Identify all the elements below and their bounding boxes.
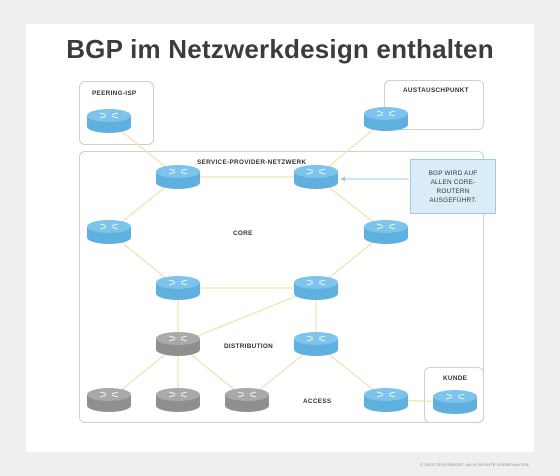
distribution-left-icon xyxy=(156,332,200,356)
links-layer xyxy=(108,118,456,403)
austausch-router-icon xyxy=(364,107,408,131)
peering-isp-box xyxy=(79,81,154,145)
bgp-note-text: BGP WIRD AUF ALLEN CORE-ROUTERN AUSGEFÜH… xyxy=(428,169,478,204)
core-low-right-icon xyxy=(294,276,338,300)
diagram-title: BGP im Netzwerkdesign enthalten xyxy=(66,34,494,64)
service-provider-label: SERVICE-PROVIDER-NETZWERK xyxy=(197,159,307,166)
core-top-right-icon xyxy=(294,165,338,189)
copyright-credit: © 2023 TECHTARGET. ALLE RECHTE VORBEHALT… xyxy=(419,462,530,467)
kunde-box xyxy=(424,367,484,423)
routers-layer xyxy=(87,107,477,415)
core-mid-right-icon xyxy=(364,220,408,245)
note-arrow-head xyxy=(340,176,345,182)
distribution-label: DISTRIBUTION xyxy=(224,343,274,350)
austauschpunkt-box xyxy=(384,80,484,130)
access-2-icon xyxy=(156,388,200,412)
access-4-icon xyxy=(364,388,408,412)
service-provider-box xyxy=(79,151,484,423)
distribution-right-icon xyxy=(294,332,338,357)
access-label: ACCESS xyxy=(303,398,332,405)
peering-isp-label: PEERING-ISP xyxy=(92,90,137,97)
link-core-low-right-distribution-left xyxy=(177,287,317,345)
core-low-left-icon xyxy=(156,276,200,300)
core-top-left-icon xyxy=(156,165,200,189)
peering-router-icon xyxy=(87,109,131,133)
kunde-label: KUNDE xyxy=(443,375,468,382)
bgp-note-callout: BGP WIRD AUF ALLEN CORE-ROUTERN AUSGEFÜH… xyxy=(410,159,496,214)
core-mid-left-icon xyxy=(87,220,131,245)
kunde-router-icon xyxy=(433,390,477,415)
austauschpunkt-label: AUSTAUSCHPUNKT xyxy=(403,87,469,94)
core-label: CORE xyxy=(233,230,253,237)
access-3-icon xyxy=(225,388,269,412)
access-1-icon xyxy=(87,388,131,412)
